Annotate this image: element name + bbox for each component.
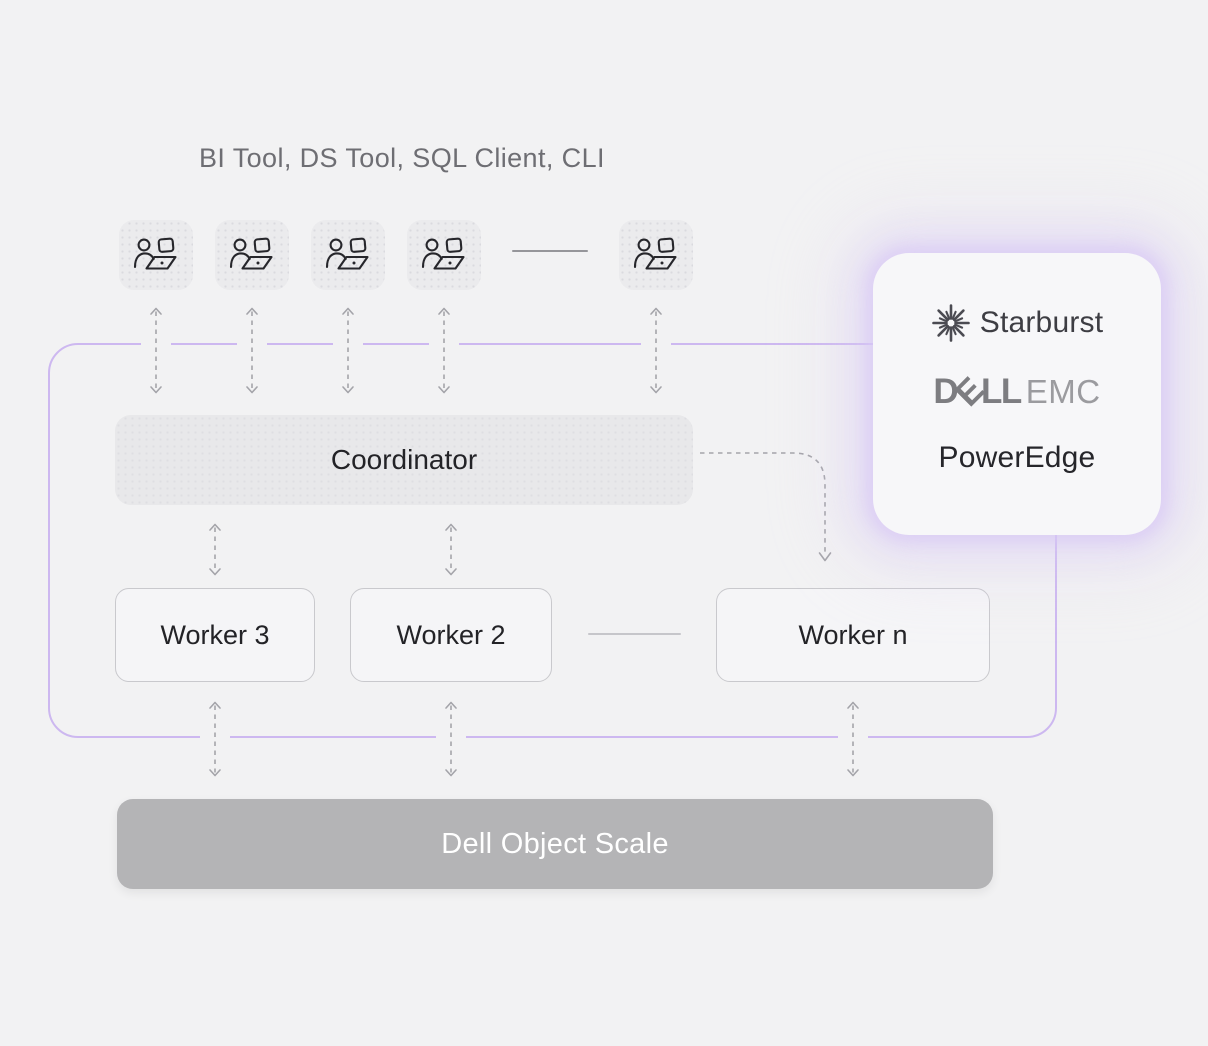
dashed-arrow-vertical bbox=[141, 305, 171, 396]
worker-node: Worker n bbox=[716, 588, 990, 682]
user-at-laptop-icon bbox=[325, 237, 369, 270]
client-tile bbox=[619, 220, 693, 290]
poweredge-row: PowerEdge bbox=[873, 441, 1161, 475]
dashed-arrow-vertical bbox=[429, 305, 459, 396]
dell-wordmark-ll: LL bbox=[981, 372, 1022, 411]
dashed-arrow-vertical bbox=[200, 521, 230, 578]
dashed-elbow-connector bbox=[698, 444, 838, 570]
dashed-arrow-vertical bbox=[237, 305, 267, 396]
dashed-arrow-vertical bbox=[838, 699, 868, 779]
dashed-arrow-vertical bbox=[436, 521, 466, 578]
client-tile bbox=[407, 220, 481, 290]
cluster-boundary bbox=[48, 343, 1057, 738]
user-at-laptop-icon bbox=[229, 237, 273, 270]
starburst-logo-row: Starburst bbox=[873, 303, 1161, 343]
client-tile bbox=[119, 220, 193, 290]
worker-node: Worker 2 bbox=[350, 588, 552, 682]
emc-wordmark: EMC bbox=[1025, 373, 1101, 410]
workers-ellipsis-line bbox=[588, 633, 681, 635]
poweredge-label: PowerEdge bbox=[938, 441, 1096, 474]
user-at-laptop-icon bbox=[133, 237, 177, 270]
user-at-laptop-icon bbox=[633, 237, 677, 270]
dell-wordmark-d: D bbox=[933, 372, 958, 411]
coordinator-node: Coordinator bbox=[115, 415, 693, 505]
storage-node: Dell Object Scale bbox=[117, 799, 993, 889]
dashed-arrow-vertical bbox=[436, 699, 466, 779]
clients-title: BI Tool, DS Tool, SQL Client, CLI bbox=[199, 143, 605, 173]
client-tile bbox=[311, 220, 385, 290]
worker-node: Worker 3 bbox=[115, 588, 315, 682]
dashed-arrow-vertical bbox=[641, 305, 671, 396]
worker-label: Worker 2 bbox=[396, 619, 506, 650]
coordinator-label: Coordinator bbox=[330, 444, 478, 475]
client-tile bbox=[215, 220, 289, 290]
user-at-laptop-icon bbox=[421, 237, 465, 270]
storage-label: Dell Object Scale bbox=[441, 827, 669, 860]
worker-label: Worker n bbox=[798, 619, 908, 650]
dashed-arrow-vertical bbox=[200, 699, 230, 779]
worker-label: Worker 3 bbox=[160, 619, 270, 650]
starburst-rays-icon bbox=[931, 304, 970, 342]
dashed-arrow-vertical bbox=[333, 305, 363, 396]
starburst-wordmark: Starburst bbox=[979, 306, 1104, 339]
clients-ellipsis-line bbox=[512, 250, 588, 252]
